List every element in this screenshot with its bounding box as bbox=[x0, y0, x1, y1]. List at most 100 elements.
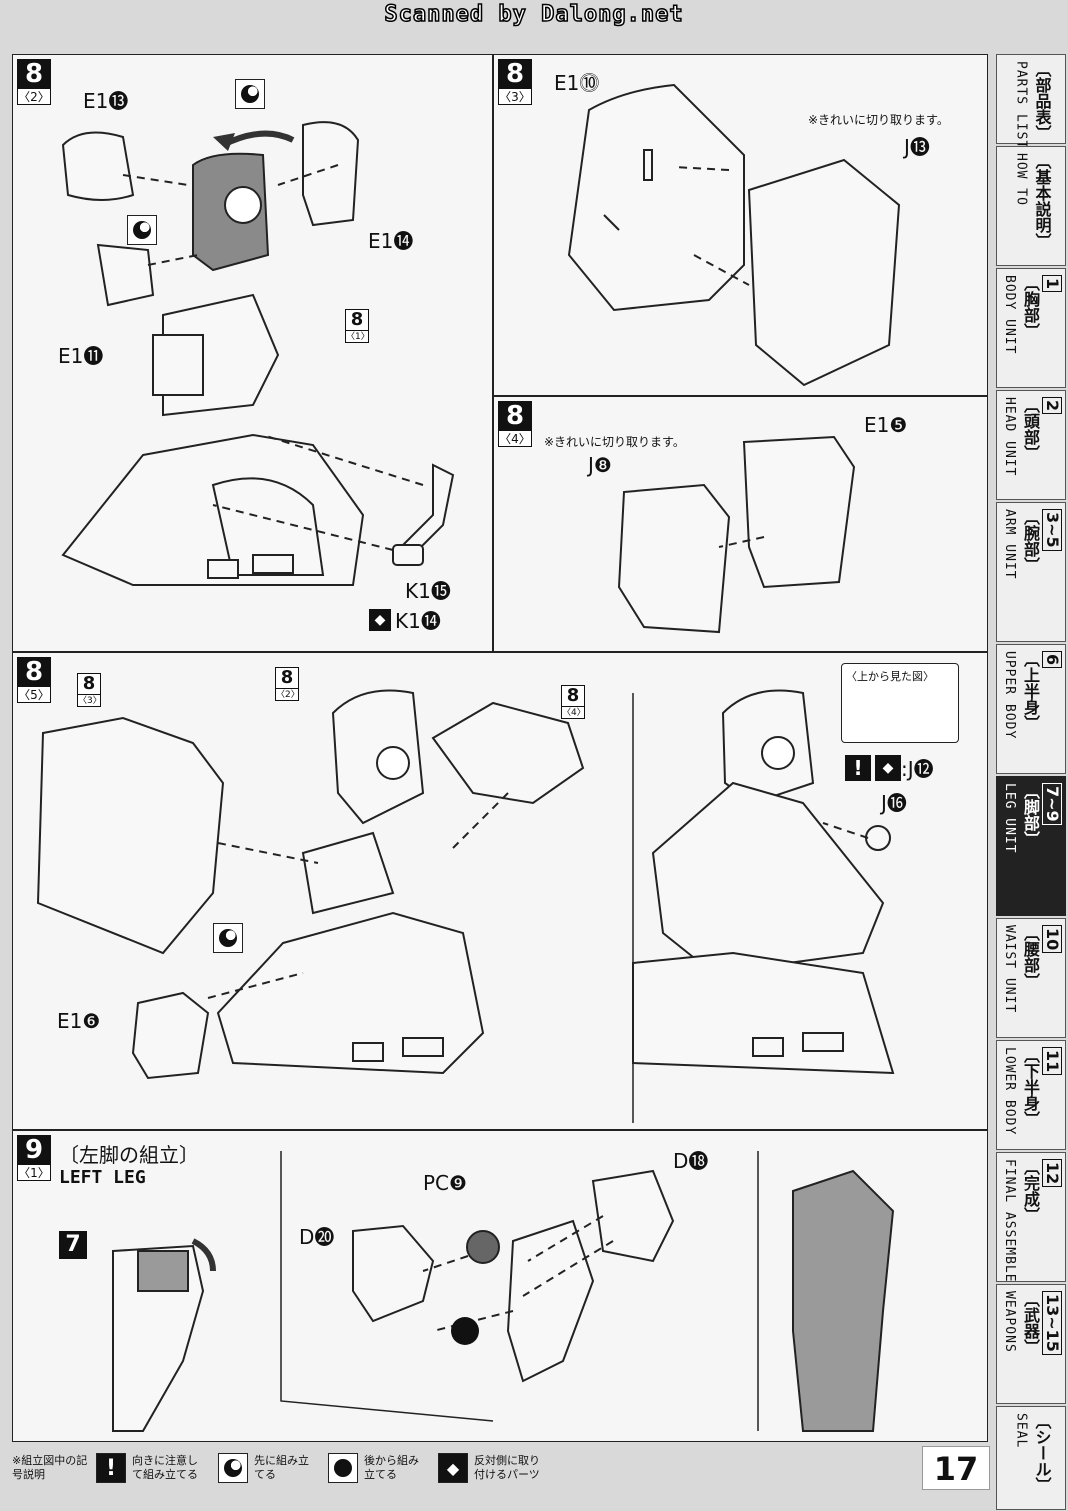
index-tab-jp: 〔頭部〕 bbox=[1021, 397, 1040, 461]
index-tab-number: 1 bbox=[1042, 275, 1062, 293]
index-tab-jp: 〔部品表〕 bbox=[1032, 61, 1052, 141]
step-8-4-panel: 8 〈4〉 ※きれいに切り取ります。 J❽ E1❺ bbox=[493, 396, 988, 652]
index-tab: FINAL ASSEMBLE 〔完成〕12 bbox=[996, 1152, 1066, 1283]
orientation-note: ! ◆ :J⓬ bbox=[845, 753, 934, 782]
legend-text: 反対側に取り付けるパーツ bbox=[474, 1454, 540, 1481]
part-label-d18: D⓲ bbox=[673, 1149, 709, 1173]
leg-armor-assembly-illustration bbox=[36, 689, 895, 1123]
step-badge: 8 〈2〉 bbox=[17, 59, 51, 105]
ref-step-8-3: 8 〈3〉 bbox=[77, 673, 102, 707]
orientation-warning-icon: ! bbox=[845, 754, 871, 781]
left-leg-assembly-illustration bbox=[112, 1151, 895, 1432]
legend-title: ※組立図中の記号説明 bbox=[12, 1454, 88, 1481]
index-tab-en: HOW TO bbox=[1013, 153, 1029, 206]
index-tab: BODY UNIT 〔胸部〕1 bbox=[996, 268, 1066, 388]
index-tab-en: UPPER BODY bbox=[1002, 651, 1017, 740]
legend-text: 後から組み立てる bbox=[364, 1454, 419, 1481]
index-tab-jp: 〔脚部〕 bbox=[1021, 783, 1040, 847]
index-tab-number: 10 bbox=[1042, 925, 1062, 954]
step-number: 9 bbox=[17, 1135, 51, 1165]
opposite-side-icon: ◆ bbox=[438, 1453, 468, 1483]
scan-credit-banner: Scanned by Dalong.net bbox=[0, 0, 1068, 40]
part-label-j8: J❽ bbox=[588, 453, 612, 477]
index-tab: WAIST UNIT 〔腰部〕10 bbox=[996, 918, 1066, 1038]
step-substep: 〈3〉 bbox=[498, 89, 532, 105]
legend-text: 向きに注意して組み立てる bbox=[132, 1454, 198, 1481]
step-badge: 8 〈4〉 bbox=[498, 401, 532, 447]
part-label-e15: E1❺ bbox=[864, 413, 908, 437]
shoulder-armor-illustration bbox=[617, 435, 856, 634]
cut-cleanly-note: ※きれいに切り取ります。 bbox=[544, 435, 685, 449]
index-tab-en: LOWER BODY bbox=[1002, 1047, 1017, 1136]
section-title-jp: 〔左脚の組立〕 bbox=[59, 1143, 199, 1167]
assemble-first-icon bbox=[218, 1453, 248, 1483]
index-tab-en: LEG UNIT bbox=[1002, 783, 1017, 854]
orientation-warning-icon: ! bbox=[96, 1453, 126, 1483]
part-label-k14: K1⓮ bbox=[395, 609, 441, 633]
assemble-first-icon bbox=[213, 923, 243, 953]
ref-step-8-4: 8 〈4〉 bbox=[561, 685, 586, 719]
ref-step-8-2: 8 〈2〉 bbox=[275, 667, 300, 701]
index-tab-number: 3~5 bbox=[1042, 509, 1062, 551]
part-label-d20: D⓴ bbox=[299, 1225, 335, 1249]
index-tab-en: PARTS LIST bbox=[1013, 61, 1029, 150]
index-tab-jp: 〔腕部〕 bbox=[1021, 509, 1040, 573]
ref-step-7: 7 bbox=[59, 1231, 87, 1259]
part-label-e10: E1⓾ bbox=[554, 71, 600, 95]
step-8-5-panel: 8 〈5〉 8 〈3〉 bbox=[12, 652, 988, 1130]
step-badge: 8 〈5〉 bbox=[17, 657, 51, 703]
index-tab-jp: 〔武器〕 bbox=[1021, 1291, 1040, 1355]
assemble-first-icon bbox=[235, 79, 265, 109]
step-badge: 9 〈1〉 bbox=[17, 1135, 51, 1181]
part-label-e11: E1⓫ bbox=[58, 344, 104, 368]
index-tab-jp: 〔完成〕 bbox=[1021, 1159, 1040, 1223]
legend-item-assemble-later: 後から組み立てる bbox=[328, 1453, 428, 1483]
part-label-e14: E1⓮ bbox=[368, 229, 414, 253]
armor-assembly-illustration bbox=[567, 83, 901, 387]
page-number: 17 bbox=[922, 1446, 990, 1490]
part-label-e13: E1⓭ bbox=[83, 89, 129, 113]
top-view-inset: 〈上から見た図〉 bbox=[841, 663, 959, 743]
index-tab-number: 2 bbox=[1042, 397, 1062, 415]
head-assembly-illustration bbox=[61, 121, 455, 586]
index-tab-jp: 〔下半身〕 bbox=[1021, 1047, 1040, 1127]
index-tab-en: WEAPONS bbox=[1002, 1291, 1017, 1353]
index-tab: WEAPONS 〔武器〕13~15 bbox=[996, 1284, 1066, 1404]
step-number: 8 bbox=[17, 59, 51, 89]
opposite-side-icon: ◆ bbox=[875, 754, 901, 781]
top-view-caption: 〈上から見た図〉 bbox=[846, 670, 934, 683]
index-tab: UPPER BODY〔上半身〕6 bbox=[996, 644, 1066, 774]
index-tab-en: SEAL bbox=[1013, 1413, 1029, 1449]
step-badge: 8 〈3〉 bbox=[498, 59, 532, 105]
opposite-side-icon: ◆ bbox=[369, 608, 391, 631]
index-tab-jp: 〔シール〕 bbox=[1032, 1413, 1052, 1493]
step-substep: 〈4〉 bbox=[498, 431, 532, 447]
step-substep: 〈5〉 bbox=[17, 687, 51, 703]
opposite-side-note: ◆ K1⓮ bbox=[369, 605, 441, 634]
index-tab-number: 13~15 bbox=[1042, 1291, 1062, 1355]
index-tab-en: FINAL ASSEMBLE bbox=[1002, 1159, 1017, 1283]
index-tab: PARTS LIST〔部品表〕 bbox=[996, 54, 1066, 149]
section-index-tabs: PARTS LIST〔部品表〕HOW TO〔基本説明〕BODY UNIT〔胸部〕… bbox=[996, 54, 1066, 1510]
index-tab-jp: 〔腰部〕 bbox=[1021, 925, 1040, 989]
index-tab-en: BODY UNIT bbox=[1002, 275, 1017, 355]
index-tab: HOW TO〔基本説明〕 bbox=[996, 146, 1066, 266]
part-label-pc9: PC❾ bbox=[423, 1171, 467, 1195]
section-title-en: LEFT LEG bbox=[59, 1167, 146, 1188]
index-tab-number: 7~9 bbox=[1042, 783, 1062, 825]
index-tab: ARM UNIT〔腕部〕3~5 bbox=[996, 502, 1066, 642]
ref-step-8-1: 8 〈1〉 bbox=[345, 309, 370, 343]
step-9-1-panel: 9 〈1〉 〔左脚の組立〕 LEFT LEG 7 PC❾ D⓲ D⓴ bbox=[12, 1130, 988, 1442]
assemble-later-icon bbox=[127, 215, 157, 245]
step-number: 8 bbox=[17, 657, 51, 687]
step-substep: 〈1〉 bbox=[17, 1165, 51, 1181]
index-tab-en: WAIST UNIT bbox=[1002, 925, 1017, 1014]
index-tab-number: 12 bbox=[1042, 1159, 1062, 1188]
index-tab: SEAL〔シール〕 bbox=[996, 1406, 1066, 1510]
symbol-legend: ※組立図中の記号説明 ! 向きに注意して組み立てる 先に組み立てる 後から組み立… bbox=[12, 1446, 592, 1490]
part-label-j12: :J⓬ bbox=[901, 757, 934, 781]
step-number: 8 bbox=[498, 59, 532, 89]
index-tab: LOWER BODY〔下半身〕11 bbox=[996, 1040, 1066, 1150]
index-tab-jp: 〔胸部〕 bbox=[1021, 275, 1040, 339]
step-8-3-panel: 8 〈3〉 E1⓾ J⓭ ※きれいに切り取ります。 bbox=[493, 54, 988, 396]
